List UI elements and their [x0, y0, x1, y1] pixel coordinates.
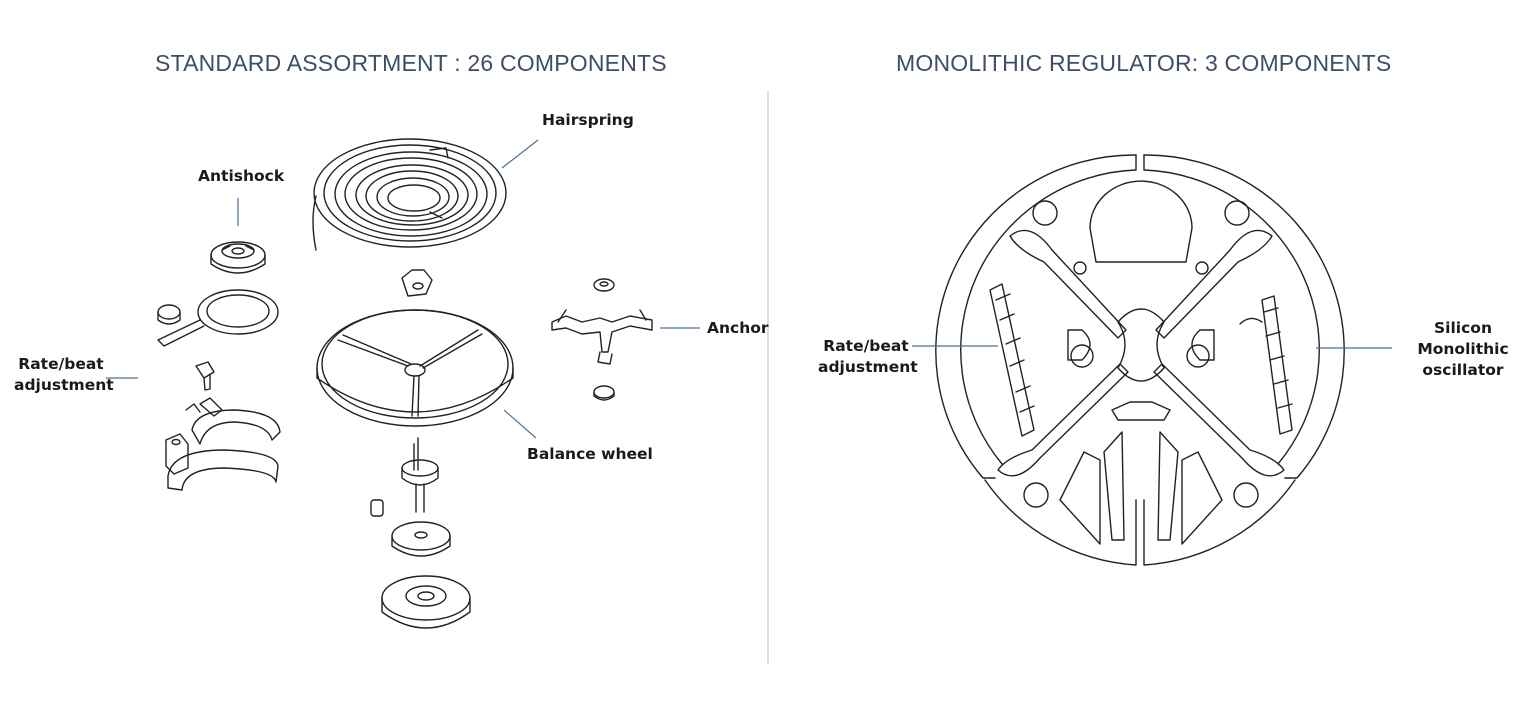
label-silicon-oscillator: Silicon Monolithic oscillator: [1410, 318, 1516, 381]
label-rate-beat-left-line1: Rate/beat: [18, 355, 104, 373]
label-balance-wheel: Balance wheel: [527, 445, 653, 463]
base-jewel-drawing: [381, 575, 471, 629]
collet-drawing: [401, 269, 433, 297]
balance-wheel-drawing: [316, 309, 514, 427]
balance-staff-drawing: [370, 437, 439, 517]
roller-drawing: [391, 521, 451, 557]
antishock-drawing: [210, 241, 266, 274]
right-panel-title: MONOLITHIC REGULATOR: 3 COMPONENTS: [896, 50, 1392, 76]
left-leader-lines: [106, 139, 700, 439]
label-rate-beat-right-line1: Rate/beat: [823, 337, 909, 355]
hairspring-drawing: [312, 138, 507, 251]
small-pin-drawing: [195, 361, 215, 391]
label-hairspring: Hairspring: [542, 111, 634, 129]
label-anchor: Anchor: [707, 319, 769, 337]
label-rate-beat-right: Rate/beat adjustment: [818, 336, 918, 378]
monolithic-oscillator-drawing: [935, 154, 1345, 566]
anchor-drawing: [551, 278, 653, 401]
label-oscillator-line1: Silicon: [1434, 319, 1492, 337]
label-rate-beat-right-line2: adjustment: [818, 358, 918, 376]
label-rate-beat-left-line2: adjustment: [14, 376, 114, 394]
label-antishock: Antishock: [198, 167, 285, 185]
label-oscillator-line2: Monolithic: [1417, 340, 1509, 358]
label-oscillator-line3: oscillator: [1422, 361, 1504, 379]
right-leader-lines: [912, 345, 1392, 349]
regulator-ring-middle-drawing: [185, 397, 281, 445]
label-rate-beat-left: Rate/beat adjustment: [14, 354, 114, 396]
regulator-ring-upper-drawing: [157, 289, 279, 347]
regulator-ring-lower-drawing: [165, 433, 279, 491]
left-panel-title: STANDARD ASSORTMENT : 26 COMPONENTS: [155, 50, 667, 76]
